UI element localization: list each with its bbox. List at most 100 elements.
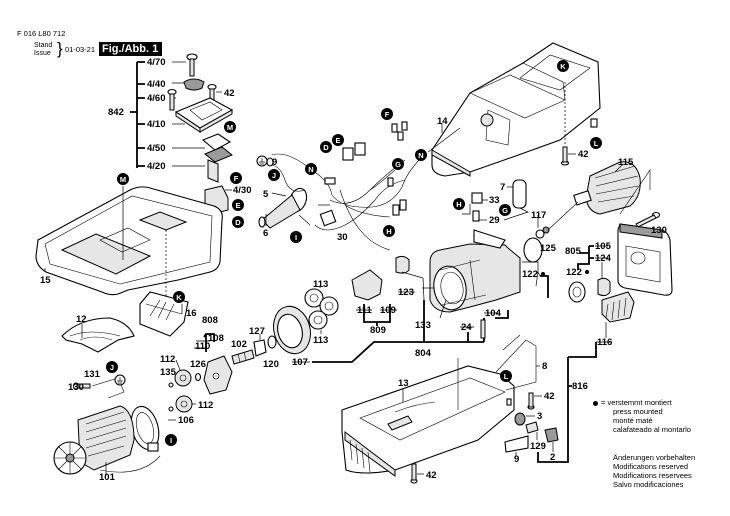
label-122-right: 122 bbox=[566, 267, 582, 278]
note-line-fr: Modifications reservees bbox=[613, 471, 692, 480]
label-4-60: 4/60 bbox=[147, 93, 166, 104]
wire-harness bbox=[271, 109, 423, 251]
screw-42-top bbox=[560, 146, 576, 166]
gear-113-b bbox=[319, 296, 339, 316]
svg-text:E: E bbox=[235, 201, 240, 210]
label-4-50: 4/50 bbox=[147, 143, 166, 154]
planet-gears-113 bbox=[304, 269, 397, 334]
label-110: 110 bbox=[195, 341, 210, 352]
washer-120 bbox=[267, 335, 277, 349]
label-131: 131 bbox=[84, 369, 101, 380]
label-24: 24 bbox=[461, 322, 472, 333]
strip-9 bbox=[504, 435, 529, 456]
capacitor-7 bbox=[503, 179, 529, 221]
gearbox-base-13 bbox=[341, 358, 515, 477]
label-112-bottom: 112 bbox=[198, 400, 213, 411]
press-mounted-dot-icon bbox=[593, 400, 598, 406]
label-16: 16 bbox=[186, 308, 197, 319]
label-8: 8 bbox=[542, 361, 547, 372]
label-3: 3 bbox=[537, 411, 542, 422]
svg-text:K: K bbox=[560, 62, 566, 71]
bracket-842 bbox=[130, 61, 145, 168]
label-124: 124 bbox=[595, 253, 612, 264]
label-9-strip: 9 bbox=[514, 454, 519, 465]
ground-symbol-bottom bbox=[114, 374, 126, 386]
protection-cover-12 bbox=[61, 317, 135, 353]
connector-d bbox=[342, 147, 354, 161]
screw-42-bottom bbox=[410, 463, 424, 484]
svg-text:N: N bbox=[308, 165, 313, 174]
label-109: 109 bbox=[380, 305, 396, 316]
brace-symbol: } bbox=[57, 39, 63, 58]
filter-cover-16 bbox=[139, 291, 189, 337]
label-122-left: 122 bbox=[522, 269, 538, 280]
label-42-base: 42 bbox=[544, 391, 555, 402]
svg-text:G: G bbox=[395, 160, 401, 169]
svg-text:L: L bbox=[594, 139, 599, 148]
connector-i-motor bbox=[147, 442, 159, 452]
label-4-30: 4/30 bbox=[233, 185, 252, 196]
label-5: 5 bbox=[263, 189, 269, 200]
label-4-40: 4/40 bbox=[147, 79, 166, 90]
badge-f-harness: F bbox=[381, 108, 393, 120]
badge-d-harness: D bbox=[320, 141, 332, 153]
badge-k-cover: K bbox=[173, 291, 185, 303]
part-labels: 4/70 4/40 4/60 42 842 4/10 4/50 4/20 4/3… bbox=[40, 57, 667, 483]
svg-text:N: N bbox=[418, 151, 423, 160]
note-line-es: Salvo modificaciones bbox=[613, 480, 684, 489]
screw-42-base bbox=[527, 392, 542, 410]
drive-shaft-102 bbox=[231, 334, 277, 365]
svg-text:I: I bbox=[170, 436, 172, 445]
label-130-right: 130 bbox=[651, 225, 667, 236]
gear-housing-133 bbox=[422, 229, 543, 319]
legend-line-es: calafateado al montarlo bbox=[613, 425, 691, 434]
housing-cover-15 bbox=[35, 186, 223, 296]
modifications-note: Änderungen vorbehalten Modifications res… bbox=[613, 453, 695, 489]
legend-line-en: press mounted bbox=[613, 407, 663, 416]
switch-knob bbox=[183, 78, 205, 91]
ring-gear-107 bbox=[273, 305, 311, 363]
label-12: 12 bbox=[76, 314, 87, 325]
plug-2 bbox=[544, 427, 559, 452]
screw-4-60 bbox=[167, 88, 177, 111]
armature-115 bbox=[547, 161, 651, 231]
legend-row-press-mounted: = verstemmt montiert bbox=[593, 398, 691, 407]
gear-113-c bbox=[308, 310, 328, 330]
connector-badges: K L N M F E D M K F E D J N G I H H G J … bbox=[106, 60, 602, 446]
gear-plate-808 bbox=[194, 333, 233, 395]
gasket-122-right bbox=[568, 281, 586, 303]
label-804: 804 bbox=[415, 348, 432, 359]
badge-l-base: L bbox=[500, 370, 512, 382]
svg-text:M: M bbox=[120, 175, 126, 184]
gasket-122-left bbox=[523, 237, 543, 263]
label-135: 135 bbox=[160, 367, 177, 378]
motor-field-101 bbox=[53, 377, 161, 476]
label-2: 2 bbox=[550, 452, 555, 463]
badge-k-top: K bbox=[557, 60, 569, 72]
brush-assembly-116 bbox=[596, 291, 635, 343]
svg-text:H: H bbox=[386, 227, 391, 236]
switch-plate bbox=[174, 97, 234, 129]
badge-m-switch: M bbox=[224, 121, 236, 133]
label-113-top: 113 bbox=[313, 279, 328, 290]
label-133: 133 bbox=[415, 320, 431, 331]
badge-h-harness: H bbox=[383, 225, 395, 237]
badge-l-top: L bbox=[590, 137, 602, 149]
label-42-switch: 42 bbox=[224, 88, 235, 99]
svg-text:K: K bbox=[176, 293, 182, 302]
label-129: 129 bbox=[530, 441, 546, 452]
badge-h-brush: H bbox=[453, 198, 465, 210]
label-123: 123 bbox=[398, 287, 414, 298]
legend: = verstemmt montiert press mounted monté… bbox=[593, 398, 691, 434]
svg-text:E: E bbox=[335, 136, 340, 145]
label-4-70: 4/70 bbox=[147, 57, 166, 68]
label-14: 14 bbox=[437, 116, 448, 127]
washers-117-125 bbox=[535, 215, 550, 239]
label-13: 13 bbox=[398, 378, 409, 389]
bushing-123 bbox=[395, 255, 425, 301]
gear-113-a bbox=[304, 288, 324, 308]
svg-text:G: G bbox=[502, 206, 508, 215]
label-102: 102 bbox=[231, 339, 247, 350]
label-42-bottom: 42 bbox=[426, 470, 437, 481]
label-125: 125 bbox=[540, 243, 557, 254]
